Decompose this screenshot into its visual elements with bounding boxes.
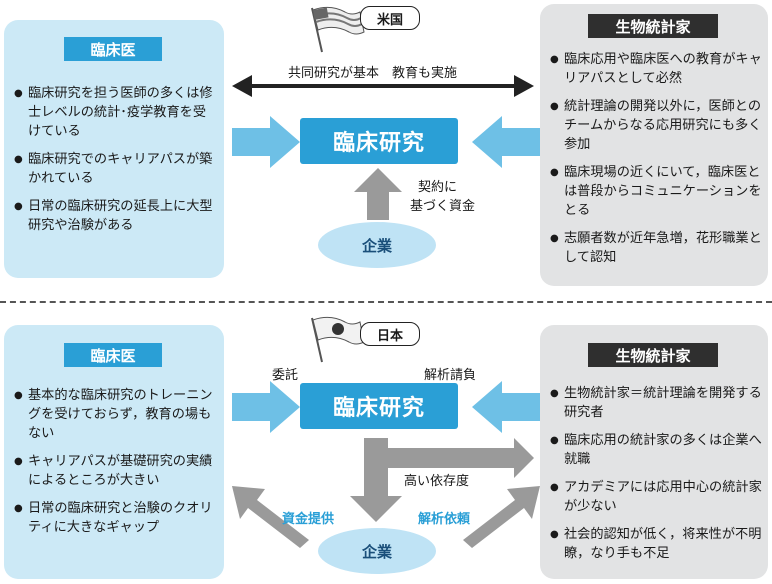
jp-biostat-list: 生物統計家＝統計理論を開発する研究者 臨床応用の統計家の多くは企業へ就職 アカデ… [550,384,762,572]
jp-dependency-label: 高い依存度 [404,474,470,489]
list-item: 生物統計家＝統計理論を開発する研究者 [550,384,762,422]
list-item: 日常の臨床研究と治験のクオリティに大きなギャップ [14,499,218,537]
list-item: 社会的認知が低く，将来性が不明瞭，なり手も不足 [550,525,762,563]
jp-right-blue-arrow [472,381,540,433]
jp-funding-arrow [232,486,309,548]
jp-country-label: 日本 [360,322,420,346]
jp-dependency-arrow [350,438,534,522]
us-double-arrow [232,75,534,97]
jp-left-blue-arrow [232,381,300,433]
list-item: アカデミアには応用中心の統計家が少ない [550,478,762,516]
list-item: 臨床現場の近くにいて，臨床医とは普段からコミュニケーションをとる [550,163,762,220]
list-item: 臨床応用の統計家の多くは企業へ就職 [550,431,762,469]
us-clinician-list: 臨床研究を担う医師の多くは修士レベルの統計･疫学教育を受けている 臨床研究でのキ… [14,84,218,244]
jp-funding-label: 資金提供 [282,512,335,527]
section-divider [0,301,772,303]
jp-clinician-title: 臨床医 [64,343,162,367]
jp-company-ellipse: 企業 [318,528,436,574]
us-clinician-panel [4,20,224,278]
list-item: 臨床研究を担う医師の多くは修士レベルの統計･疫学教育を受けている [14,84,218,141]
us-biostat-list: 臨床応用や臨床医への教育がキャリアパスとして必然 統計理論の開発以外に，医師との… [550,50,762,276]
us-clinical-research-box: 臨床研究 [300,118,458,164]
us-biostat-title: 生物統計家 [588,14,718,38]
list-item: 統計理論の開発以外に，医師とのチームからなる応用研究にも多く参加 [550,97,762,154]
jp-clinical-research-box: 臨床研究 [300,383,458,429]
list-item: 基本的な臨床研究のトレーニングを受けておらず，教育の場もない [14,386,218,443]
us-clinician-title: 臨床医 [64,37,162,61]
us-funding-arrow [354,168,402,220]
us-flag-icon [311,6,365,53]
list-item: 志願者数が近年急増，花形職業として認知 [550,229,762,267]
us-country-label: 米国 [360,6,420,30]
us-funding-label-2: 基づく資金 [410,199,476,214]
jp-analysis-contract-label: 解析請負 [424,368,477,383]
list-item: 臨床応用や臨床医への教育がキャリアパスとして必然 [550,50,762,88]
list-item: 日常の臨床研究の延長上に大型研究や治験がある [14,197,218,235]
jp-biostat-title: 生物統計家 [588,343,718,367]
us-left-blue-arrow [232,116,300,168]
us-funding-label-1: 契約に [418,180,458,195]
us-company-ellipse: 企業 [318,222,436,268]
list-item: キャリアパスが基礎研究の実績によるところが大きい [14,452,218,490]
us-right-blue-arrow [472,116,540,168]
jp-analysis-arrow [463,486,540,548]
jp-outsourcing-label: 委託 [272,368,299,383]
jp-clinician-list: 基本的な臨床研究のトレーニングを受けておらず，教育の場もない キャリアパスが基礎… [14,386,218,546]
japan-flag-icon [311,316,365,363]
list-item: 臨床研究でのキャリアパスが築かれている [14,150,218,188]
jp-analysis-request-label: 解析依頼 [418,512,471,527]
us-top-arrow-label: 共同研究が基本 教育も実施 [288,66,458,81]
